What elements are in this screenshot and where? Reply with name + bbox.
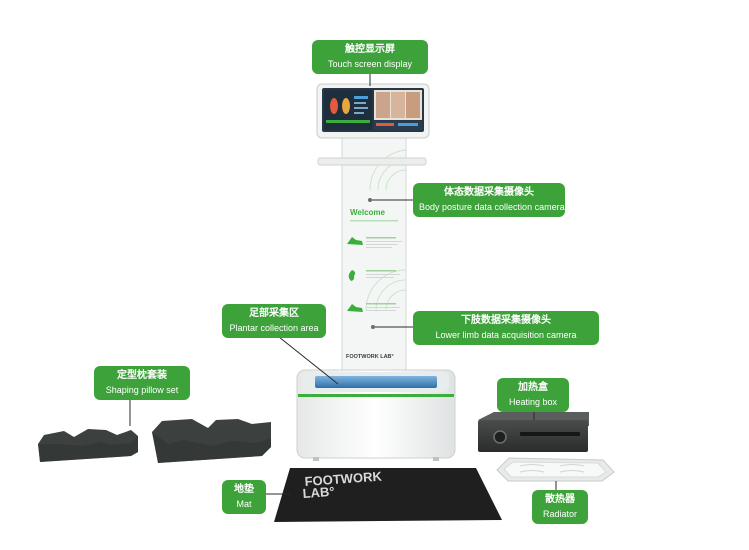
label-lower-limb-camera: 下肢数据采集摄像头 Lower limb data acquisition ca… [413, 311, 599, 345]
radiator [496, 457, 615, 482]
label-radiator: 散热器 Radiator [532, 490, 588, 524]
shaping-pillow-right [152, 419, 271, 463]
label-pillow-set-en: Shaping pillow set [105, 385, 179, 395]
label-pillow-set: 定型枕套装 Shaping pillow set [94, 366, 190, 400]
label-heating-box-cn: 加热盒 [518, 382, 548, 393]
label-plantar-area-cn: 足部采集区 [249, 308, 299, 319]
label-lower-limb-camera-cn: 下肢数据采集摄像头 [461, 315, 551, 326]
label-touch-screen: 触控显示屏 Touch screen display [312, 40, 428, 74]
label-radiator-en: Radiator [542, 509, 578, 519]
shoe-icon [347, 237, 363, 245]
base-foot-right [433, 457, 439, 461]
instruction-step-3 [347, 303, 400, 312]
label-mat-cn: 地垫 [234, 484, 254, 495]
label-body-posture-camera-en: Body posture data collection camera [419, 202, 565, 212]
floor-mat: FOOTWORK LAB° [274, 468, 502, 522]
instruction-step-1 [347, 237, 402, 248]
label-pillow-set-cn: 定型枕套装 [117, 370, 167, 381]
label-touch-screen-cn: 触控显示屏 [345, 44, 395, 55]
plantar-collection-area[interactable] [315, 376, 437, 388]
screen-content [324, 90, 422, 130]
label-body-posture-camera-cn: 体态数据采集摄像头 [444, 187, 534, 198]
instruction-step-2 [348, 270, 400, 281]
label-lower-limb-camera-en: Lower limb data acquisition camera [435, 330, 577, 340]
label-touch-screen-en: Touch screen display [327, 59, 413, 69]
leader-lines [129, 71, 557, 495]
label-body-posture-camera: 体态数据采集摄像头 Body posture data collection c… [413, 183, 565, 217]
kiosk-brand: FOOTWORK LAB° [346, 354, 394, 360]
label-plantar-area: 足部采集区 Plantar collection area [222, 304, 326, 338]
leader-plantar [278, 336, 339, 385]
label-mat-en: Mat [236, 499, 252, 509]
shaping-pillow-left [38, 429, 138, 462]
mat-logo-line1: FOOTWORK [304, 469, 383, 489]
heating-knob-icon[interactable] [493, 430, 507, 444]
side-shelf [317, 157, 427, 166]
shoe-icon [347, 304, 363, 312]
label-radiator-cn: 散热器 [545, 494, 575, 505]
kiosk: Welcome FOOTWORK LAB° [296, 83, 456, 461]
lower-limb-camera [371, 325, 375, 329]
kiosk-subtitle-line [350, 220, 398, 222]
base-foot-left [313, 457, 319, 461]
kiosk-welcome: Welcome [350, 208, 386, 217]
base-green-stripe [298, 394, 454, 397]
mat-logo-line2: LAB° [302, 484, 335, 501]
body-posture-camera [368, 198, 372, 202]
label-heating-box: 加热盒 Heating box [497, 378, 569, 412]
kiosk-column [341, 137, 407, 371]
label-plantar-area-en: Plantar collection area [229, 323, 319, 333]
label-mat: 地垫 Mat [222, 480, 266, 514]
foot-icon [348, 270, 356, 281]
heating-slot [520, 432, 580, 436]
label-heating-box-en: Heating box [508, 397, 558, 407]
